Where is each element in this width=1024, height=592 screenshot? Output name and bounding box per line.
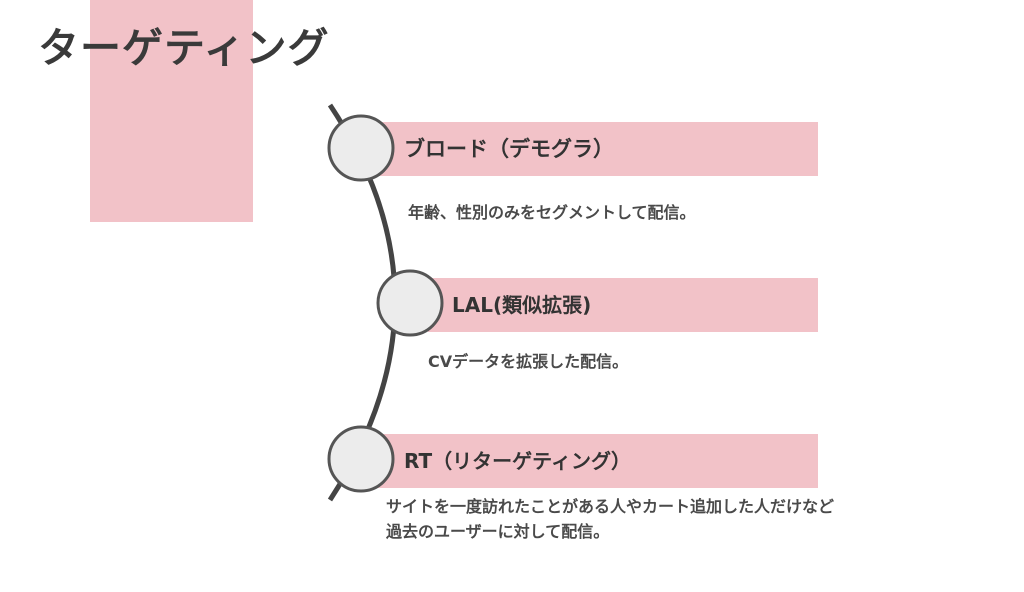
label-band-broad (378, 122, 818, 176)
page-title: ターゲティング (38, 24, 330, 72)
item-description-rt: サイトを一度訪れたことがある人やカート追加した人だけなど 過去のユーザーに対して… (386, 494, 834, 544)
item-description-broad: 年齢、性別のみをセグメントして配信。 (408, 200, 696, 225)
item-label-rt: RT（リターゲティング） (404, 449, 631, 473)
item-description-lal: CVデータを拡張した配信。 (428, 349, 628, 374)
timeline-node-broad (327, 114, 395, 182)
timeline-node-lal (376, 269, 444, 337)
item-description-line: サイトを一度訪れたことがある人やカート追加した人だけなど (386, 497, 835, 516)
item-label-broad: ブロード（デモグラ） (404, 137, 614, 161)
timeline-node-rt (327, 425, 395, 493)
item-description-line: 過去のユーザーに対して配信。 (386, 522, 610, 541)
label-band-rt (378, 434, 818, 488)
label-band-lal (428, 278, 818, 332)
decorative-block (90, 0, 253, 222)
item-label-lal: LAL(類似拡張) (452, 293, 592, 317)
item-description-line: 年齢、性別のみをセグメントして配信。 (408, 203, 696, 222)
item-description-line: CVデータを拡張した配信。 (428, 352, 629, 371)
